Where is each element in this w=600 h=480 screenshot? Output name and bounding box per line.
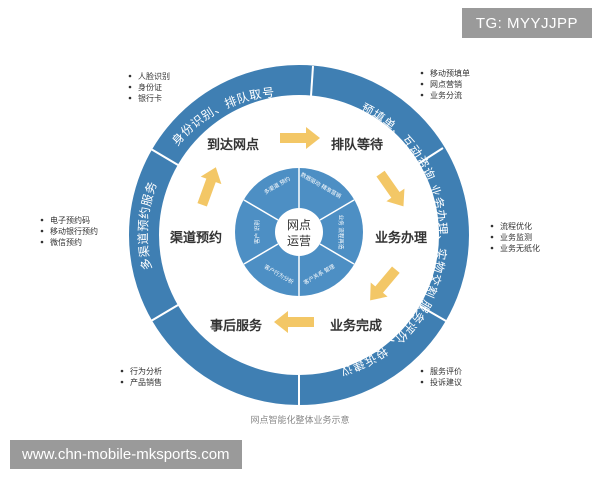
outer-ring-divider <box>417 147 444 165</box>
bullet-icon <box>40 218 44 222</box>
bullet-icon <box>40 240 44 244</box>
stage-label: 业务办理 <box>375 230 427 246</box>
callout-top-left: 人脸识别 身份证 银行卡 <box>128 71 170 103</box>
bullet-icon <box>120 380 124 384</box>
center-hub <box>275 208 323 256</box>
callout-item: 身份证 <box>138 82 162 92</box>
callout-item: 网点营销 <box>430 79 462 89</box>
callout-item: 服务评价 <box>430 366 462 376</box>
callout-mid-right: 流程优化 业务监测 业务无纸化 <box>490 221 540 253</box>
outer-ring-divider <box>310 65 314 97</box>
inner-divider <box>319 243 355 265</box>
callout-item: 流程优化 <box>500 221 532 231</box>
center-label-line-1: 网点 <box>287 218 311 232</box>
flow-arrow-icon <box>370 266 400 301</box>
diagram-caption: 网点智能化整体业务示意 <box>250 414 349 426</box>
callout-item: 业务监测 <box>500 232 532 242</box>
bullet-icon <box>420 380 424 384</box>
flow-arrow-icon <box>376 170 405 207</box>
flow-arrow-icon <box>197 167 222 207</box>
bullet-icon <box>420 93 424 97</box>
bullet-icon <box>420 369 424 373</box>
callout-item: 电子预约码 <box>50 215 90 225</box>
callout-item: 银行卡 <box>138 93 162 103</box>
callout-item: 产品销售 <box>130 377 162 387</box>
callout-item: 移动银行预约 <box>50 226 98 236</box>
inner-divider <box>319 199 355 221</box>
stage-label: 到达网点 <box>207 137 259 153</box>
bullet-icon <box>490 235 494 239</box>
inner-ring-dividers <box>243 168 355 296</box>
telegram-watermark-tag: TG: MYYJJPP <box>461 8 592 38</box>
stage-label: 事后服务 <box>210 318 263 334</box>
outer-ring-divider <box>150 148 179 166</box>
bullet-icon <box>40 229 44 233</box>
callout-top-right: 移动预填单 网点营销 业务分流 <box>420 68 470 100</box>
bullet-icon <box>128 85 132 89</box>
bullet-icon <box>490 246 494 250</box>
stage-label: 渠道预约 <box>169 230 222 246</box>
bullet-icon <box>490 224 494 228</box>
center-label-line-2: 运营 <box>287 234 311 248</box>
flow-arrows <box>197 127 405 333</box>
bullet-icon <box>128 96 132 100</box>
stage-label: 业务完成 <box>330 318 382 334</box>
callout-item: 行为分析 <box>130 366 162 376</box>
flow-arrow-icon <box>274 311 314 333</box>
bullet-icon <box>128 74 132 78</box>
outer-ring-divider <box>150 304 179 322</box>
callout-item: 微信预约 <box>50 237 82 247</box>
callout-item: 业务分流 <box>430 90 462 100</box>
callout-item: 业务无纸化 <box>500 243 540 253</box>
inner-segment-label: 客户 识别 <box>253 220 261 244</box>
callout-item: 人脸识别 <box>138 71 170 81</box>
bullet-icon <box>420 82 424 86</box>
bullet-icon <box>120 369 124 373</box>
outer-ring-divider <box>419 305 447 322</box>
callout-bottom-left: 行为分析 产品销售 <box>120 366 162 387</box>
inner-divider <box>243 243 279 265</box>
bullet-icon <box>420 71 424 75</box>
inner-segment-label: 业务 流程再造 <box>337 215 345 250</box>
callout-mid-left: 电子预约码 移动银行预约 微信预约 <box>40 215 98 247</box>
inner-divider <box>243 199 279 221</box>
website-watermark-url: www.chn-mobile-mksports.com <box>10 440 242 469</box>
flow-arrow-icon <box>280 127 320 149</box>
callout-bottom-right: 服务评价 投诉建议 <box>420 366 462 387</box>
callout-item: 移动预填单 <box>430 68 470 78</box>
stage-label: 排队等待 <box>331 137 383 153</box>
callout-item: 投诉建议 <box>430 377 462 387</box>
